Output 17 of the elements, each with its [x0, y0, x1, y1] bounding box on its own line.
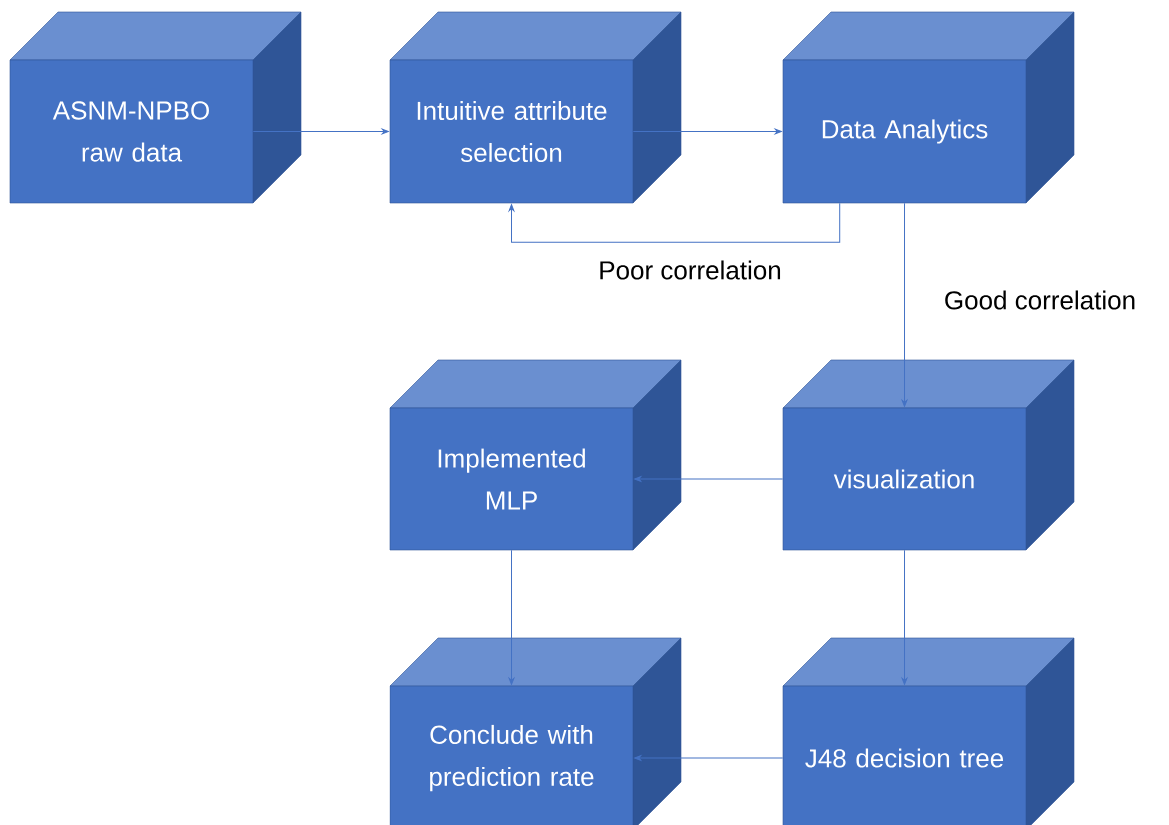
process-box: J48 decision tree [782, 637, 1075, 825]
process-box: visualization [782, 359, 1075, 551]
process-box: ASNM-NPBO raw data [9, 11, 302, 204]
arrow [508, 549, 515, 685]
process-box: Intuitive attribute selection [389, 11, 682, 204]
arrow [252, 128, 389, 135]
process-box: Conclude with prediction rate [389, 637, 682, 825]
arrow [632, 128, 782, 135]
arrow [901, 549, 908, 685]
edge-label: Good correlation [942, 289, 1138, 311]
process-box: Data Analytics [782, 11, 1075, 204]
arrow [508, 202, 841, 243]
arrow [634, 476, 784, 482]
arrow [901, 202, 908, 407]
arrow [634, 755, 784, 761]
edge-label: Poor correlation [597, 259, 783, 281]
process-box: Implemented MLP [389, 359, 682, 551]
